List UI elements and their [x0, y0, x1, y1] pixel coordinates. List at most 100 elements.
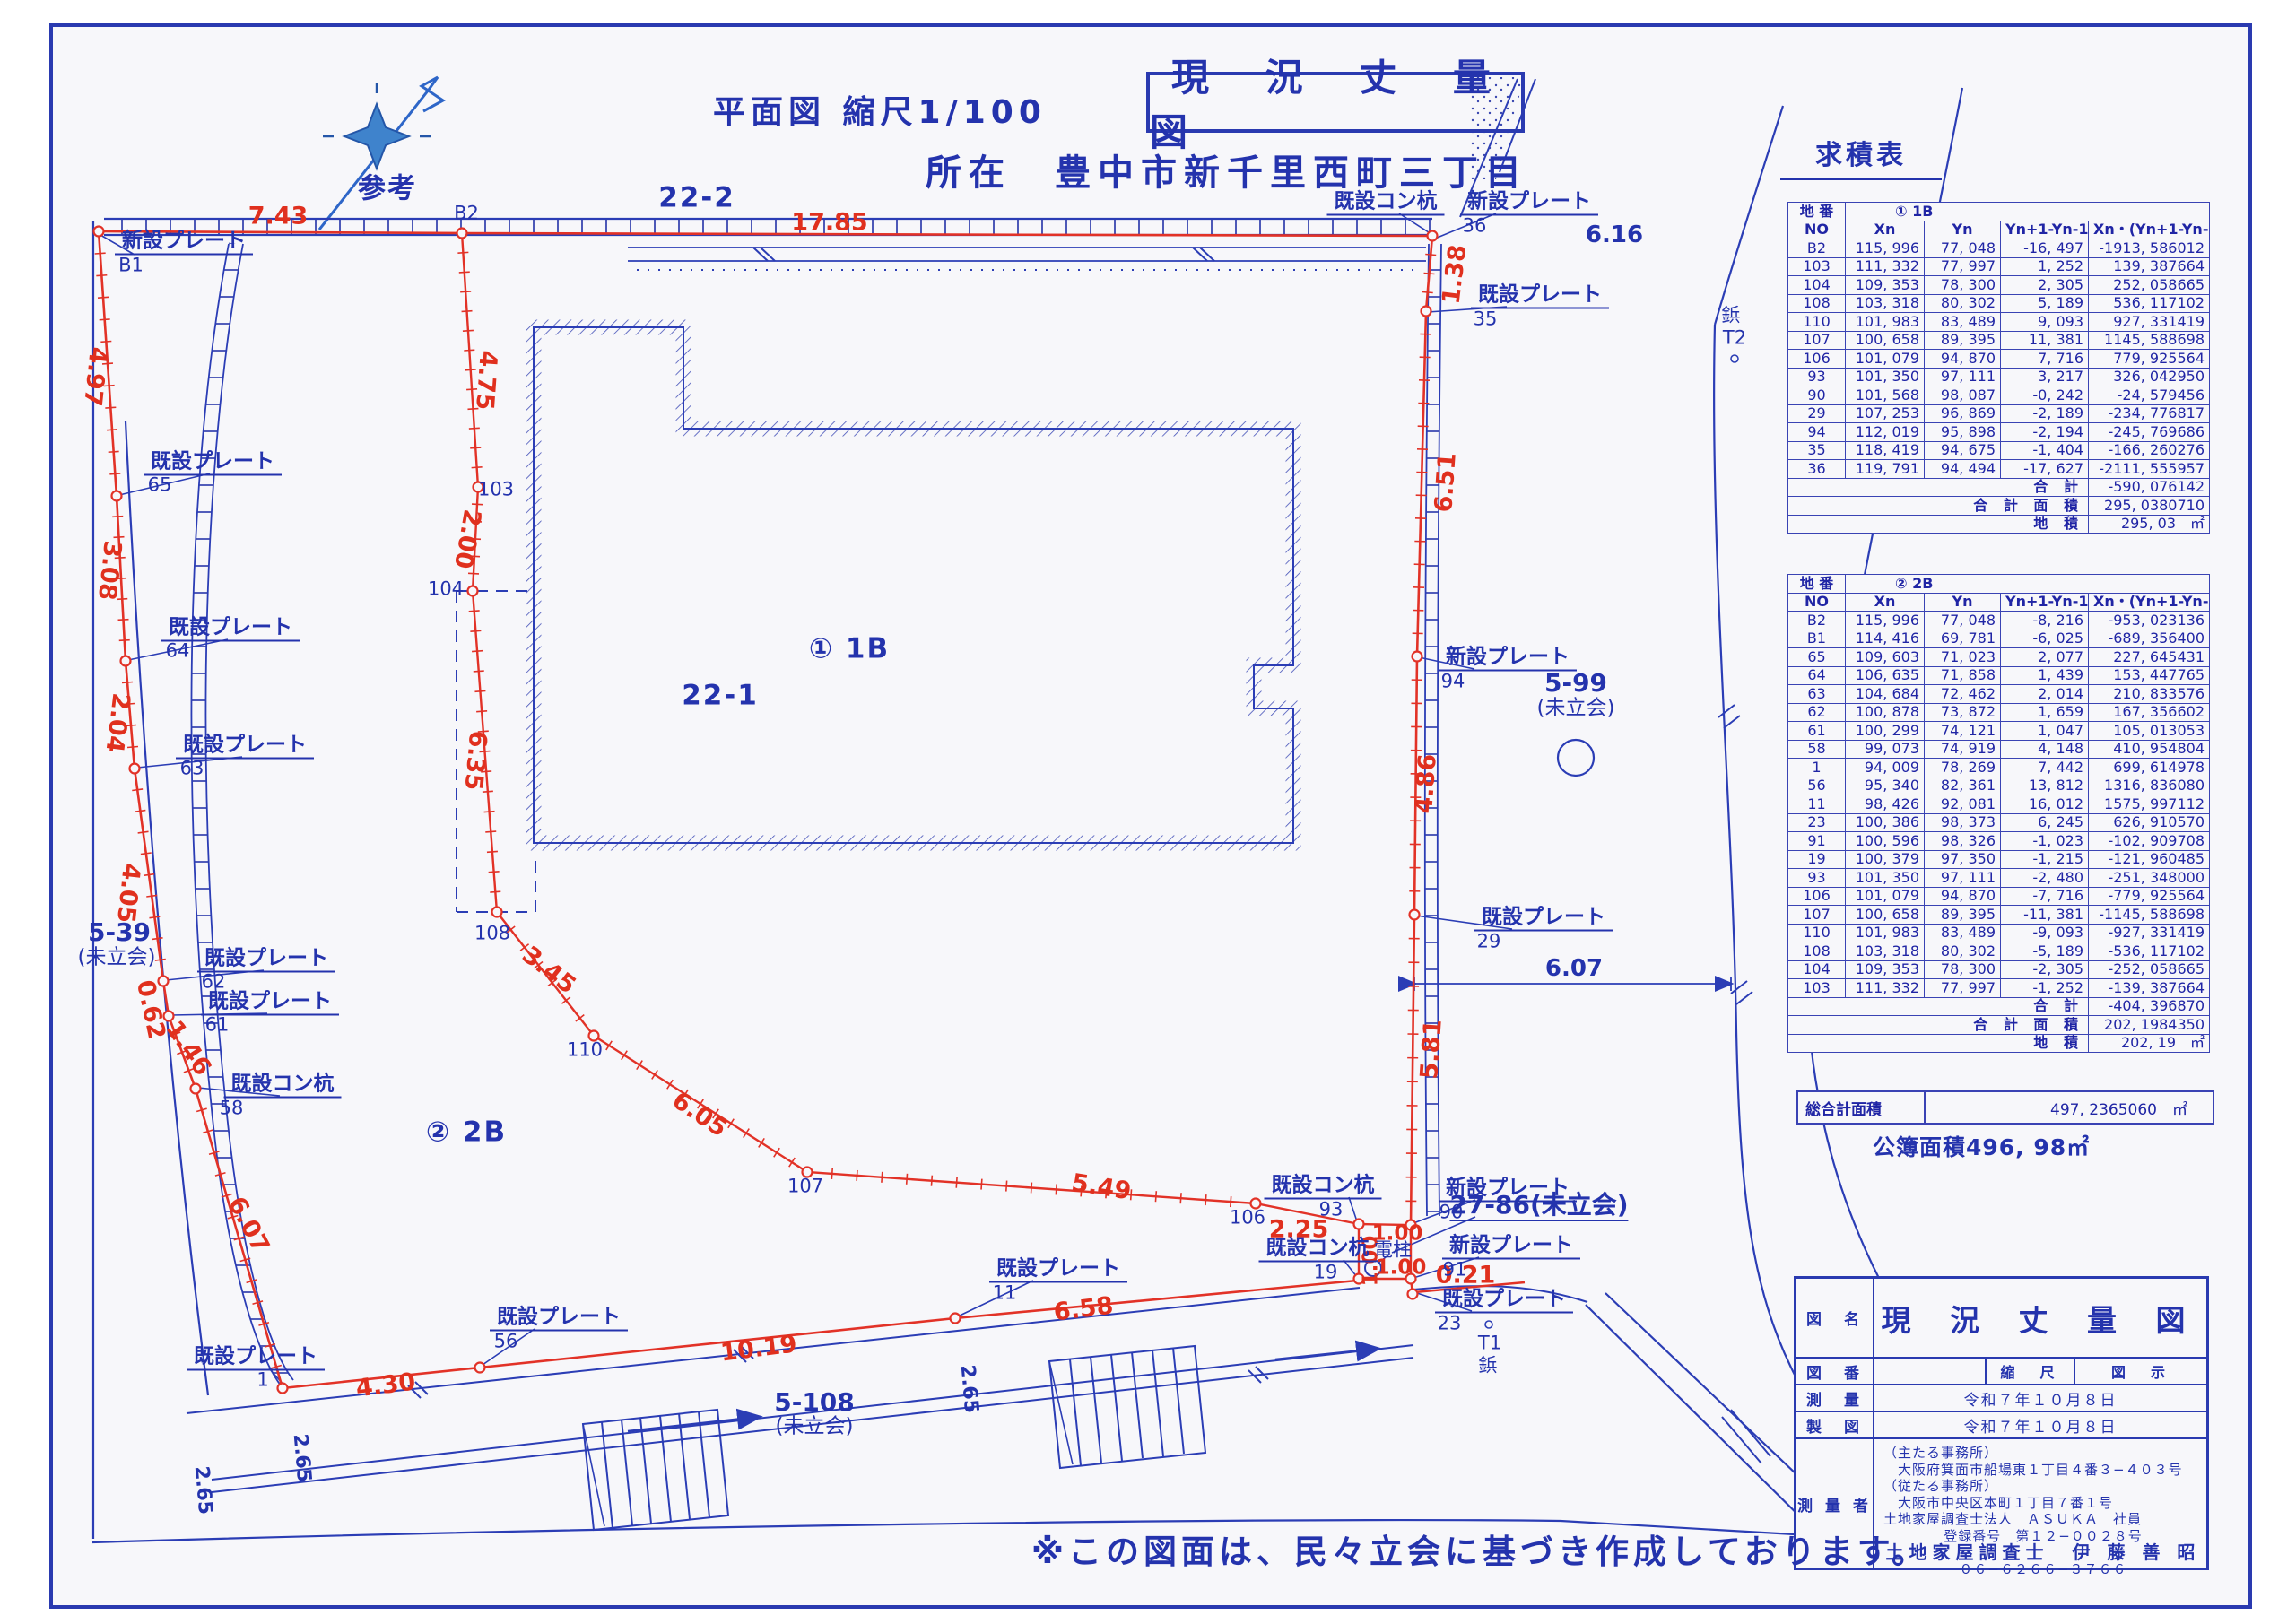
dim-2-25: 2.25 — [1268, 1215, 1329, 1244]
grand-total-label: 総合計面積 — [1798, 1092, 1926, 1123]
parcel-5-108: 5-108 — [774, 1387, 855, 1417]
ann-plate-56: 既設プレート — [490, 1307, 628, 1332]
surveyor-line: （従たる事務所） — [1883, 1478, 1999, 1494]
dim-3-08: 3.08 — [92, 539, 126, 602]
point-110: 110 — [566, 1038, 604, 1061]
point-11: 11 — [992, 1281, 1017, 1304]
legend-label: 図 示 — [2110, 1364, 2170, 1381]
dim-5-81: 5.81 — [1415, 1018, 1448, 1081]
surveyor-line: 登録番号 第１２−００２８号 — [1944, 1527, 2143, 1544]
point-1: 1 — [257, 1368, 269, 1391]
parcel-2B: ② 2B — [425, 1116, 508, 1149]
dim-1-00-c: 1.00 — [1375, 1255, 1427, 1280]
marker-pin-T1: 鋲 — [1478, 1354, 1498, 1376]
surveyor-label: 測 量 者 — [1796, 1439, 1874, 1569]
parcel-5-39-note: (未立会) — [77, 945, 156, 969]
point-T1: T1 — [1477, 1332, 1502, 1354]
point-91: 91 — [1442, 1258, 1467, 1281]
area-table-2: 地 番② 2BNOXnYnYn+1-Yn-1Xn・(Yn+1-Yn-1)B211… — [1787, 574, 2211, 1053]
point-B1: B1 — [118, 254, 144, 276]
dim-4-97: 4.97 — [78, 345, 112, 408]
area-table-1: 地 番① 1BNOXnYnYn+1-Yn-1Xn・(Yn+1-Yn-1)B211… — [1787, 202, 2211, 534]
scale-label: 縮 尺 — [1987, 1359, 2075, 1384]
point-62: 62 — [201, 970, 226, 993]
point-107: 107 — [787, 1175, 824, 1197]
fig-no-label: 図 番 — [1796, 1359, 1874, 1384]
drawing-note: ※この図面は、民々立会に基づき作成しております。 — [1031, 1533, 1930, 1571]
dim-6-35: 6.35 — [458, 729, 492, 792]
point-94: 94 — [1440, 670, 1465, 692]
ann-new-plate-B1: 新設プレート — [115, 230, 253, 256]
parcel-5-99: 5-99 — [1544, 668, 1608, 698]
point-B2: B2 — [454, 202, 479, 224]
dim-4-05: 4.05 — [111, 862, 145, 925]
dim-4-30: 4.30 — [354, 1368, 417, 1403]
parcel-22-1: 22-1 — [682, 679, 759, 712]
point-61: 61 — [204, 1013, 230, 1036]
dim-4-86: 4.86 — [1410, 752, 1442, 815]
plan-scale-label: 平面図 縮尺1/100 — [713, 94, 1047, 131]
dim-6-16: 6.16 — [1585, 221, 1644, 248]
dim-1-00-a: 1.00 — [1371, 1221, 1423, 1246]
point-19: 19 — [1313, 1261, 1338, 1283]
ann-plate-63: 既設プレート — [176, 734, 314, 760]
surveyor-line: ０６−６２６６−３７６６ — [1959, 1560, 2127, 1577]
north-ref-label: 参考 — [358, 172, 417, 205]
utility-pole-label: 電柱 — [1374, 1238, 1412, 1261]
dim-6-51: 6.51 — [1430, 451, 1462, 514]
point-65: 65 — [147, 473, 172, 496]
location-line: 所在 豊中市新千里西町三丁目 — [926, 152, 1528, 194]
ann-new-plate-90: 新設プレート — [1439, 1177, 1577, 1203]
point-106: 106 — [1229, 1206, 1266, 1229]
ann-plate-65: 既設プレート — [144, 451, 282, 476]
point-58: 58 — [219, 1097, 244, 1119]
fig-name-label: 図 名 — [1796, 1279, 1874, 1357]
point-56: 56 — [493, 1330, 518, 1352]
grand-total-value: 497, 2365060 ㎡ — [2050, 1100, 2187, 1119]
title-block: 図 名 現 況 丈 量 図 図 番 縮 尺 図 示 測 量 令和７年１０月８日 … — [1794, 1276, 2209, 1577]
ann-new-plate-94: 新設プレート — [1439, 647, 1577, 672]
point-90: 90 — [1439, 1201, 1464, 1223]
boundary-linework — [92, 225, 1526, 1394]
dim-2-04: 2.04 — [100, 691, 135, 754]
parcel-1B: ① 1B — [808, 632, 891, 665]
dim-7-43: 7.43 — [248, 202, 309, 230]
grand-total-box: 総合計面積 497, 2365060 ㎡ — [1796, 1090, 2214, 1125]
ann-plate-1: 既設プレート — [187, 1346, 325, 1371]
dim-2-65-a: 2.65 — [288, 1432, 316, 1484]
ann-new-plate-91: 新設プレート — [1442, 1235, 1580, 1260]
surveyor-info: （主たる事務所） 大阪府箕面市船場東１丁目４番３−４０３号（従たる事務所） 大阪… — [1874, 1439, 2206, 1577]
ann-plate-29: 既設プレート — [1474, 907, 1613, 932]
registered-area: 公簿面積496, 98㎡ — [1873, 1134, 2091, 1160]
dim-4-75: 4.75 — [470, 349, 502, 412]
drawing-title-box: 現 況 丈 量 図 — [1146, 56, 1525, 154]
point-23: 23 — [1437, 1312, 1462, 1334]
area-table-title: 求積表 — [1780, 133, 1942, 180]
dim-0-21: 0.21 — [1435, 1261, 1496, 1290]
point-T2: T2 — [1722, 326, 1747, 349]
